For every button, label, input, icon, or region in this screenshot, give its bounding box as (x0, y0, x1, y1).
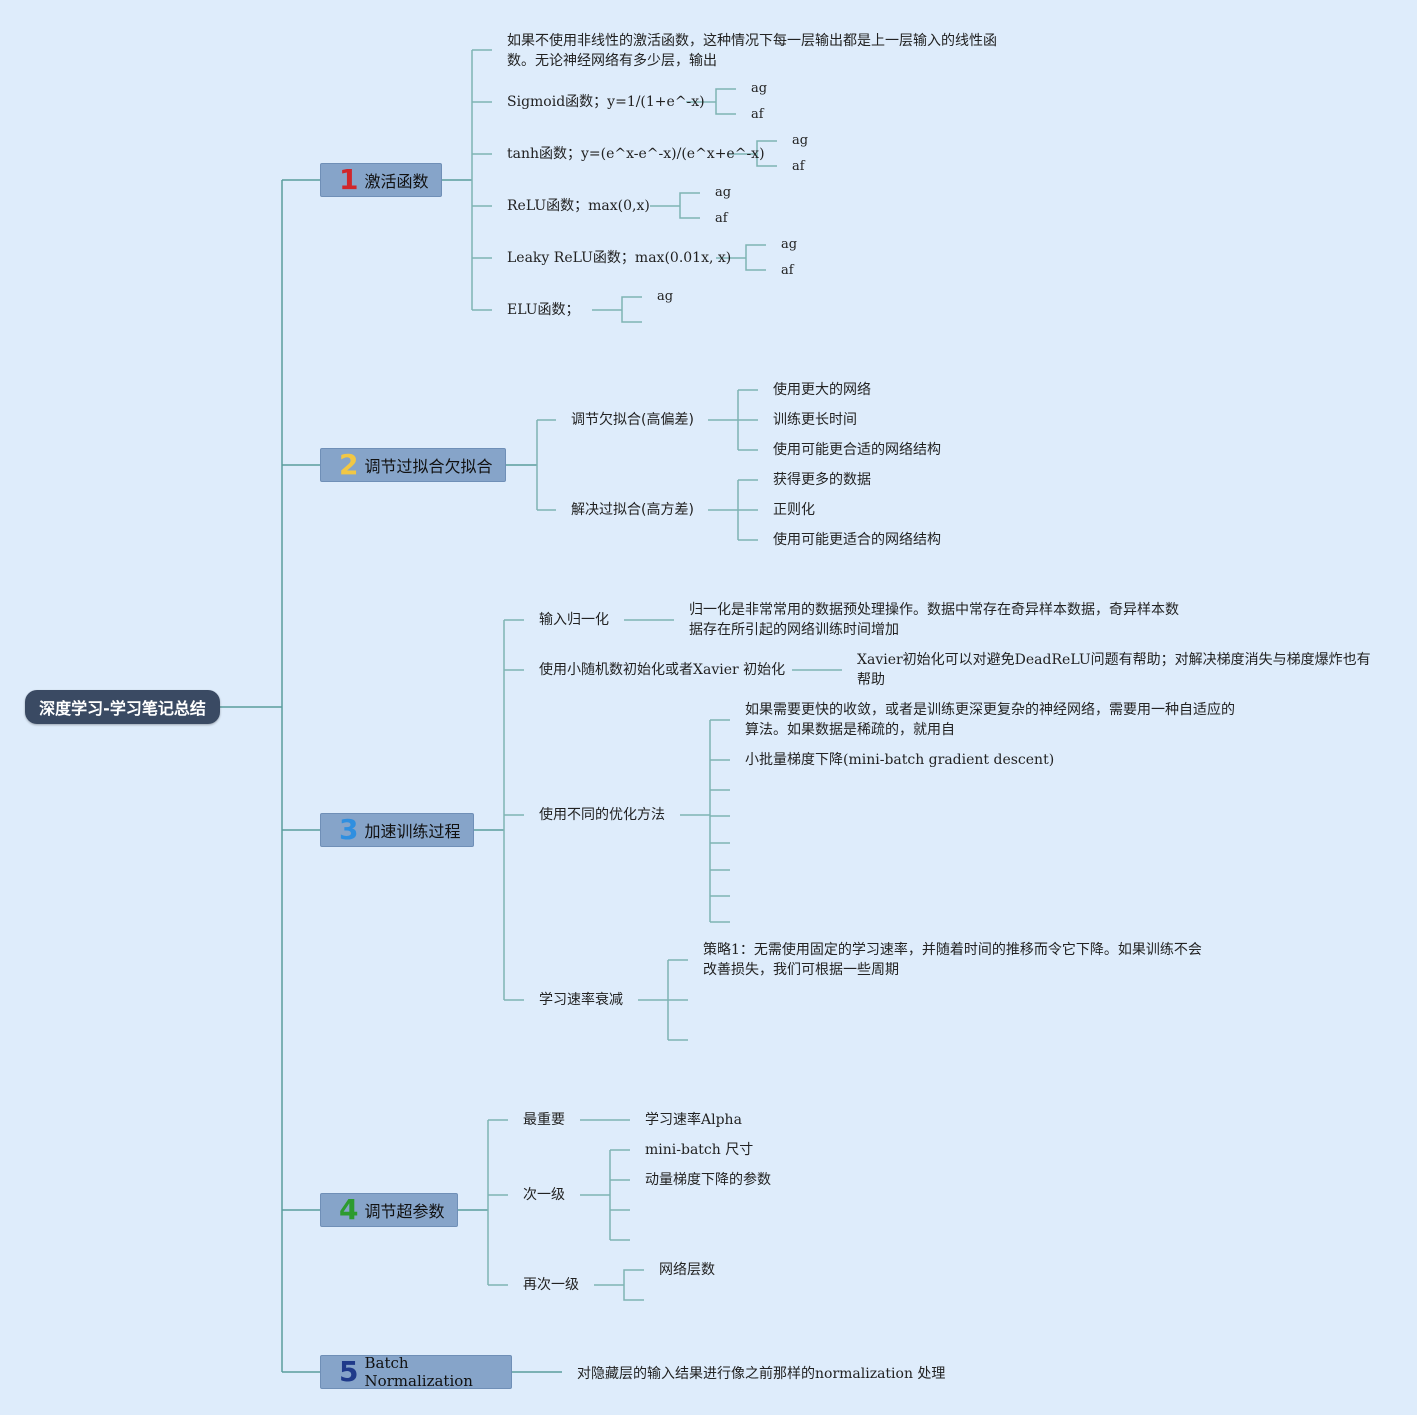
layer-count-item[interactable]: 网络层数 (659, 1262, 715, 1278)
learning-rate-item[interactable]: 学习速率Alpha (645, 1112, 742, 1128)
sigmoid-item[interactable]: Sigmoid函数；y=1/(1+e^-x) (507, 94, 705, 110)
underfit-child-2[interactable]: 训练更长时间 (773, 412, 857, 428)
topic-batchnorm[interactable]: 5 Batch Normalization (320, 1354, 512, 1390)
sigmoid-ag[interactable]: ag (751, 81, 768, 96)
topic-number-badge: 5 (339, 1355, 359, 1388)
topic-activation[interactable]: 1 激活函数 (320, 163, 442, 197)
optimizer-note[interactable]: 如果需要更快的收敛，或者是训练更深更复杂的神经网络，需要用一种自适应的 算法。如… (745, 702, 1235, 738)
sigmoid-af[interactable]: af (751, 107, 764, 122)
minibatch-size-item[interactable]: mini-batch 尺寸 (645, 1142, 754, 1158)
topic-label: 激活函数 (364, 172, 429, 191)
relu-ag[interactable]: ag (715, 185, 732, 200)
batchnorm-note[interactable]: 对隐藏层的输入结果进行像之前那样的normalization 处理 (577, 1366, 946, 1382)
root-node[interactable]: 深度学习-学习笔记总结 (25, 690, 220, 724)
priority-3-item[interactable]: 再次一级 (523, 1277, 579, 1293)
topic-label: 加速训练过程 (364, 822, 461, 841)
overfit-item[interactable]: 解决过拟合(高方差) (571, 502, 694, 518)
input-normalization-note[interactable]: 归一化是非常常用的数据预处理操作。数据中常存在奇异样本数据，奇异样本数 据存在所… (689, 602, 1179, 638)
priority-2-item[interactable]: 次一级 (523, 1187, 565, 1203)
momentum-item[interactable]: 动量梯度下降的参数 (645, 1172, 771, 1188)
priority-1-item[interactable]: 最重要 (523, 1112, 565, 1128)
leaky-relu-af[interactable]: af (781, 263, 794, 278)
input-normalization-item[interactable]: 输入归一化 (539, 612, 609, 628)
topic-label: 调节过拟合欠拟合 (364, 457, 493, 476)
underfit-child-1[interactable]: 使用更大的网络 (773, 382, 871, 398)
topic-speedup[interactable]: 3 加速训练过程 (320, 813, 474, 847)
topic-number-badge: 1 (339, 163, 359, 196)
topic-number-badge: 3 (339, 813, 359, 846)
topic-fitting[interactable]: 2 调节过拟合欠拟合 (320, 448, 506, 482)
tanh-item[interactable]: tanh函数；y=(e^x-e^-x)/(e^x+e^-x) (507, 146, 765, 162)
tanh-ag[interactable]: ag (792, 133, 809, 148)
overfit-child-1[interactable]: 获得更多的数据 (773, 472, 871, 488)
activation-intro[interactable]: 如果不使用非线性的激活函数，这种情况下每一层输出都是上一层输入的线性函 数。无论… (507, 33, 997, 69)
overfit-child-3[interactable]: 使用可能更适合的网络结构 (773, 532, 941, 548)
root-label: 深度学习-学习笔记总结 (39, 699, 206, 718)
relu-af[interactable]: af (715, 211, 728, 226)
optimizer-item[interactable]: 使用不同的优化方法 (539, 807, 665, 823)
topic-number-badge: 2 (339, 448, 359, 481)
underfit-child-3[interactable]: 使用可能更合适的网络结构 (773, 442, 941, 458)
lr-decay-note[interactable]: 策略1：无需使用固定的学习速率，并随着时间的推移而令它下降。如果训练不会 改善损… (703, 942, 1202, 978)
topic-label: Batch Normalization (364, 1354, 473, 1390)
topic-label: 调节超参数 (364, 1202, 445, 1221)
initialization-note[interactable]: Xavier初始化可以对避免DeadReLU问题有帮助；对解决梯度消失与梯度爆炸… (857, 652, 1371, 688)
relu-item[interactable]: ReLU函数；max(0,x) (507, 198, 650, 214)
overfit-child-2[interactable]: 正则化 (773, 502, 815, 518)
topic-number-badge: 4 (339, 1193, 359, 1226)
elu-item[interactable]: ELU函数； (507, 302, 580, 318)
leaky-relu-ag[interactable]: ag (781, 237, 798, 252)
lr-decay-item[interactable]: 学习速率衰减 (539, 992, 623, 1008)
leaky-relu-item[interactable]: Leaky ReLU函数；max(0.01x, x) (507, 250, 732, 266)
tanh-af[interactable]: af (792, 159, 805, 174)
minibatch-gd-item[interactable]: 小批量梯度下降(mini-batch gradient descent) (745, 752, 1055, 768)
underfit-item[interactable]: 调节欠拟合(高偏差) (571, 412, 694, 428)
initialization-item[interactable]: 使用小随机数初始化或者Xavier 初始化 (539, 662, 786, 678)
topic-hyperparams[interactable]: 4 调节超参数 (320, 1193, 458, 1227)
elu-ag[interactable]: ag (657, 289, 674, 304)
